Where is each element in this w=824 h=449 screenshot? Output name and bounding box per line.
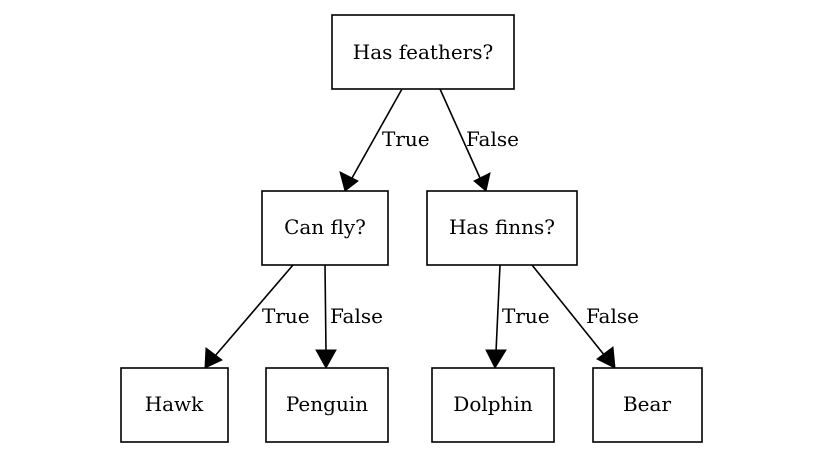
node-label-has-finns: Has finns? <box>449 215 555 239</box>
edge-label-root-true: True <box>382 127 430 151</box>
edge-label-finns-false: False <box>586 304 639 328</box>
node-dolphin: Dolphin <box>431 367 555 443</box>
node-label-can-fly: Can fly? <box>284 215 366 239</box>
node-hawk: Hawk <box>120 367 229 443</box>
node-label-bear: Bear <box>623 392 671 416</box>
node-has-finns: Has finns? <box>426 190 578 266</box>
node-has-feathers: Has feathers? <box>331 14 515 90</box>
edge-label-root-false: False <box>466 127 519 151</box>
node-can-fly: Can fly? <box>261 190 389 266</box>
edge-fly-false: False <box>315 264 383 370</box>
edge-label-fly-false: False <box>330 304 383 328</box>
node-label-dolphin: Dolphin <box>453 392 533 416</box>
node-penguin: Penguin <box>265 367 389 443</box>
edge-root-false: False <box>439 88 519 192</box>
node-label-penguin: Penguin <box>286 392 368 416</box>
edge-label-finns-true: True <box>502 304 550 328</box>
edge-finns-false: False <box>531 264 639 369</box>
edge-finns-true: True <box>485 264 550 370</box>
edge-label-fly-true: True <box>262 304 310 328</box>
node-label-has-feathers: Has feathers? <box>353 40 493 64</box>
node-label-hawk: Hawk <box>145 392 204 416</box>
edge-fly-true: True <box>204 264 310 369</box>
edge-root-true: True <box>339 88 430 192</box>
node-bear: Bear <box>592 367 703 443</box>
